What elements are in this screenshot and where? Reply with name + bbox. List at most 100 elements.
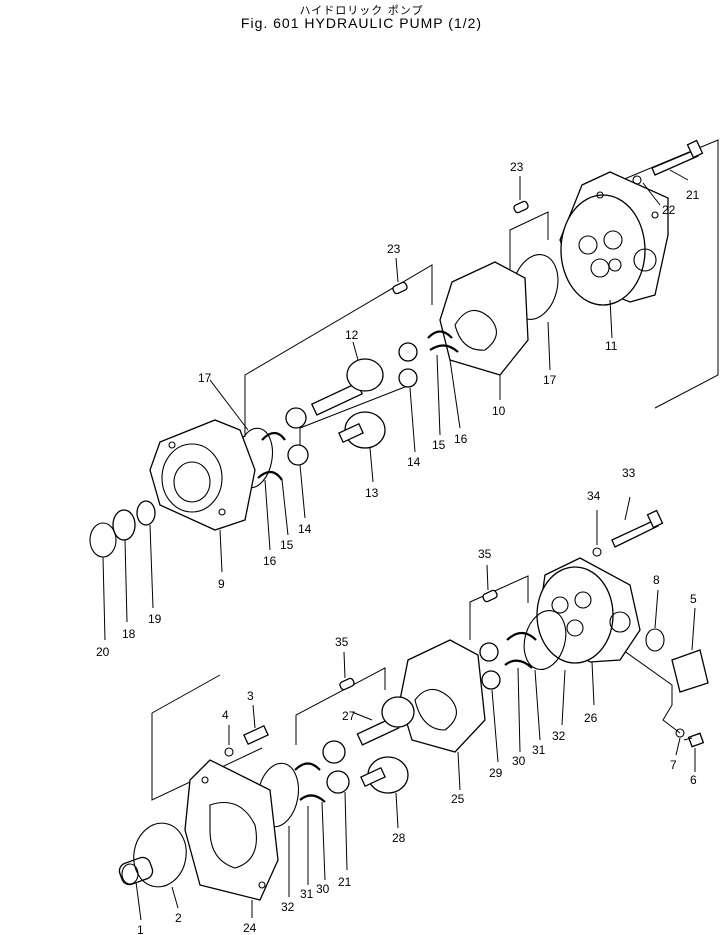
- part-23-dowel-pin-mid: [392, 281, 408, 295]
- part-5-cover-plate: [671, 649, 709, 693]
- callout-7: 7: [670, 758, 677, 772]
- callout-3: 3: [247, 689, 254, 703]
- guide-line-lower-a: [151, 674, 221, 714]
- part-16-seal-left: [257, 470, 283, 481]
- guide-line-pins: [299, 384, 411, 445]
- part-10-pump-body: [439, 261, 529, 376]
- callout-20: 20: [96, 645, 110, 659]
- guide-line-cover-5: [619, 647, 681, 734]
- part-6-bolt-small: [683, 732, 705, 748]
- callout-15-right: 15: [432, 438, 446, 452]
- part-21-side-plate-lower: [322, 740, 350, 794]
- part-18-oil-seal: [112, 509, 136, 541]
- part-35-dowel-pin-top: [482, 589, 498, 603]
- part-20-snap-ring: [89, 522, 117, 558]
- callout-26: 26: [584, 711, 598, 725]
- callout-5: 5: [690, 592, 697, 606]
- callout-28: 28: [392, 831, 406, 845]
- leader-lines-lower: [135, 496, 696, 921]
- callout-22: 22: [662, 203, 676, 217]
- part-26-rear-cover: [536, 557, 641, 664]
- callout-35-top: 35: [478, 547, 492, 561]
- part-15-backup-ring-left: [261, 431, 286, 441]
- part-9-front-cover: [149, 419, 256, 531]
- callout-32-left: 32: [281, 900, 295, 914]
- callout-14-left: 14: [298, 522, 312, 536]
- callout-27: 27: [342, 709, 356, 723]
- callout-14-right: 14: [407, 455, 421, 469]
- lower-pump-assembly: [118, 496, 709, 921]
- part-11-rear-cover: [559, 171, 669, 306]
- callout-21-upper: 21: [686, 188, 700, 202]
- part-35-dowel-pin-mid: [339, 677, 355, 691]
- guide-frame-upper-left: [244, 264, 433, 437]
- upper-pump-assembly: [89, 139, 719, 641]
- part-28-driven-gear: [360, 756, 409, 794]
- part-31-backup-ring-right: [506, 631, 537, 641]
- callout-labels: 21 22 23 23 17 11 10 12 17 15 16 14 13 1…: [96, 160, 700, 935]
- part-25-pump-body: [399, 639, 486, 753]
- guide-line-pin-23: [509, 211, 549, 270]
- callout-23-mid: 23: [387, 242, 401, 256]
- callout-17-right: 17: [543, 373, 557, 387]
- callout-16-right: 16: [454, 432, 468, 446]
- callout-30-left: 30: [316, 882, 330, 896]
- callout-23-top: 23: [510, 160, 524, 174]
- callout-11: 11: [605, 339, 618, 353]
- part-3-bolt-front: [243, 724, 269, 746]
- guide-frame-lower-top: [469, 575, 529, 640]
- part-31-backup-ring-left: [294, 762, 321, 771]
- part-16-seal-right: [429, 344, 459, 353]
- part-30-seal-left: [299, 794, 326, 803]
- callout-31-right: 31: [532, 743, 546, 757]
- callout-12: 12: [345, 328, 359, 342]
- part-24-front-flange: [184, 759, 279, 901]
- title-japanese: ハイドロリック ポンプ: [299, 4, 424, 17]
- part-2-o-ring: [133, 822, 187, 888]
- callout-19: 19: [148, 612, 162, 626]
- part-27-drive-gear: [356, 696, 415, 746]
- part-7-washer-small: [675, 728, 685, 738]
- leader-lines-upper: [102, 169, 689, 641]
- callout-34: 34: [587, 489, 601, 503]
- callout-30-right: 30: [512, 754, 526, 768]
- part-34-washer: [592, 547, 602, 557]
- part-14-side-plate-left: [285, 407, 309, 466]
- part-30-seal-right: [504, 659, 533, 669]
- part-29-side-plate: [479, 642, 501, 690]
- part-23-dowel-pin-top: [513, 200, 529, 214]
- callout-17-left: 17: [198, 371, 212, 385]
- callout-8: 8: [653, 573, 660, 587]
- callout-2: 2: [175, 911, 182, 925]
- callout-13: 13: [365, 486, 379, 500]
- part-22-washer: [632, 175, 642, 185]
- callout-32-right: 32: [552, 729, 566, 743]
- callout-21-lower: 21: [338, 875, 352, 889]
- callout-33: 33: [622, 466, 636, 480]
- part-12-drive-gear: [310, 358, 384, 416]
- part-13-driven-gear: [338, 411, 386, 449]
- callout-4: 4: [222, 708, 229, 722]
- part-21-bolt-upper: [651, 139, 704, 176]
- guide-frame-lower-left: [151, 713, 263, 801]
- callout-31-left: 31: [300, 887, 314, 901]
- part-14-side-plate-right: [398, 342, 418, 388]
- callout-25: 25: [451, 792, 465, 806]
- part-15-backup-ring-right: [427, 330, 453, 339]
- callout-29: 29: [489, 766, 503, 780]
- callout-15-left: 15: [280, 538, 294, 552]
- callout-1: 1: [137, 923, 144, 935]
- callout-10: 10: [492, 404, 506, 418]
- part-8-o-ring: [645, 628, 665, 652]
- figure-title: Fig. 601 HYDRAULIC PUMP (1/2): [240, 15, 483, 31]
- callout-9: 9: [218, 577, 225, 591]
- callout-35-mid: 35: [335, 635, 349, 649]
- guide-frame-lower-mid: [295, 667, 386, 745]
- callout-24: 24: [243, 921, 257, 935]
- part-32-seal-ring-right: [523, 610, 567, 670]
- callout-16-left: 16: [263, 554, 277, 568]
- part-19-spacer: [136, 500, 156, 526]
- part-33-bolt-lower: [611, 509, 664, 548]
